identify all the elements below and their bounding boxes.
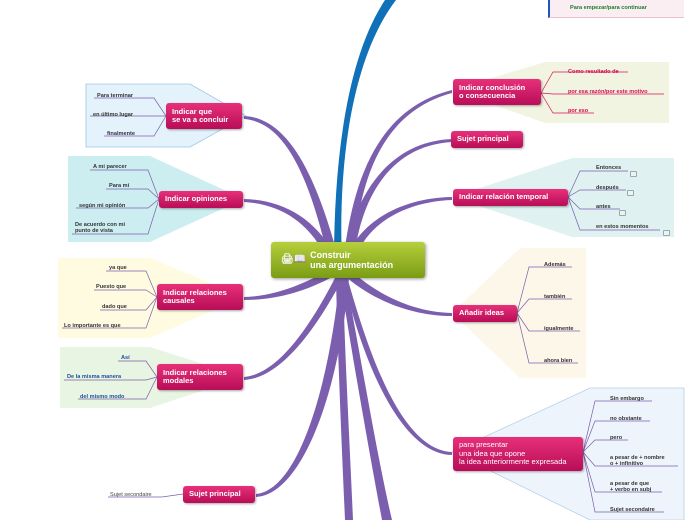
leaf-ahora-bien[interactable]: ahora bien xyxy=(544,358,573,364)
leaf-para-empezar[interactable]: Para empezar/para continuar xyxy=(570,5,647,11)
leaf-para-mi[interactable]: Para mí xyxy=(109,183,130,189)
topic-relacion-temporal[interactable]: Indicar relación temporal xyxy=(453,189,568,206)
leaf-dado-que[interactable]: dado que xyxy=(102,304,127,310)
leaf-sin-embargo[interactable]: Sin embargo xyxy=(610,396,644,402)
area-conclusion xyxy=(452,62,669,123)
note-icon[interactable] xyxy=(630,171,637,177)
topic-modales[interactable]: Indicar relaciones modales xyxy=(157,364,243,390)
leaf-por-esa-razon[interactable]: por esa razón/por este motivo xyxy=(568,89,648,95)
leaf-sujet-secondaire-left[interactable]: Sujet secondaire xyxy=(110,492,152,498)
leaf-a-pesar-de-que[interactable]: a pesar de que + verbo en subj xyxy=(610,481,652,494)
leaf-por-eso[interactable]: por eso xyxy=(568,108,589,114)
leaf-tambien[interactable]: también xyxy=(544,294,566,300)
leaf-pero[interactable]: pero xyxy=(610,435,623,441)
leaf-puesto-que[interactable]: Puesto que xyxy=(96,284,127,290)
leaf-a-pesar-de-nombre[interactable]: a pesar de + nombre o + infinitivo xyxy=(610,455,665,468)
leaf-finalmente[interactable]: finalmente xyxy=(107,131,135,137)
note-icon[interactable] xyxy=(619,210,626,216)
leaf-de-la-misma-manera[interactable]: De la misma manera xyxy=(67,374,122,380)
leaf-para-terminar[interactable]: Para terminar xyxy=(97,93,134,99)
leaf-asi[interactable]: Así xyxy=(121,355,130,361)
leaf-connectors xyxy=(62,71,678,513)
leaf-a-mi-parecer[interactable]: A mi parecer xyxy=(93,164,127,170)
area-opiniones xyxy=(68,156,244,242)
central-topic[interactable]: 🖨📖 Construir una argumentación xyxy=(271,242,425,278)
leaf-igualmente[interactable]: igualmente xyxy=(544,326,574,332)
leaf-antes[interactable]: antes xyxy=(596,204,611,210)
top-card-partial[interactable]: Para empezar/para continuar xyxy=(548,0,684,18)
leaf-segun-mi-opinion[interactable]: según mi opinión xyxy=(79,203,126,209)
branch-lines xyxy=(244,90,452,520)
area-ideas xyxy=(452,248,586,378)
topic-conclusion[interactable]: Indicar conclusión o consecuencia xyxy=(453,79,541,105)
topic-oponer-idea[interactable]: para presentar una idea que opone la ide… xyxy=(453,437,583,471)
topic-opiniones[interactable]: Indicar opiniones xyxy=(159,191,243,208)
topic-anadir-ideas[interactable]: Añadir ideas xyxy=(453,305,517,322)
note-icon[interactable] xyxy=(663,230,670,236)
topic-concluir[interactable]: Indicar que se va a concluir xyxy=(166,103,242,129)
leaf-lo-importante[interactable]: Lo importante es que xyxy=(64,323,121,329)
leaf-sujet-secondaire-right[interactable]: Sujet secondaire xyxy=(610,507,655,513)
topic-sujet-principal-top[interactable]: Sujet principal xyxy=(451,131,523,148)
topic-sujet-principal-bottom[interactable]: Sujet principal xyxy=(183,486,255,503)
leaf-no-obstante[interactable]: no obstante xyxy=(610,416,642,422)
topic-causales[interactable]: Indicar relaciones causales xyxy=(157,284,243,310)
leaf-de-acuerdo[interactable]: De acuerdo con mi punto de vista xyxy=(75,222,126,235)
blue-branch-line xyxy=(334,0,396,262)
central-topic-label: Construir una argumentación xyxy=(310,250,394,270)
leaf-del-mismo-modo[interactable]: del mismo modo xyxy=(80,394,125,400)
presentation-icon: 🖨📖 xyxy=(281,254,307,265)
leaf-entonces[interactable]: Entonces xyxy=(596,165,622,171)
note-icon[interactable] xyxy=(627,190,634,196)
leaf-en-ultimo-lugar[interactable]: en último lugar xyxy=(93,112,134,118)
area-modales xyxy=(60,347,244,408)
leaf-despues[interactable]: después xyxy=(596,185,619,191)
leaf-ya-que[interactable]: ya que xyxy=(109,265,127,271)
leaf-ademas[interactable]: Además xyxy=(544,262,566,268)
leaf-como-resultado[interactable]: Como resultado de xyxy=(568,69,619,75)
area-causales xyxy=(58,258,244,338)
leaf-en-estos-momentos[interactable]: en estos momentos xyxy=(596,224,649,230)
